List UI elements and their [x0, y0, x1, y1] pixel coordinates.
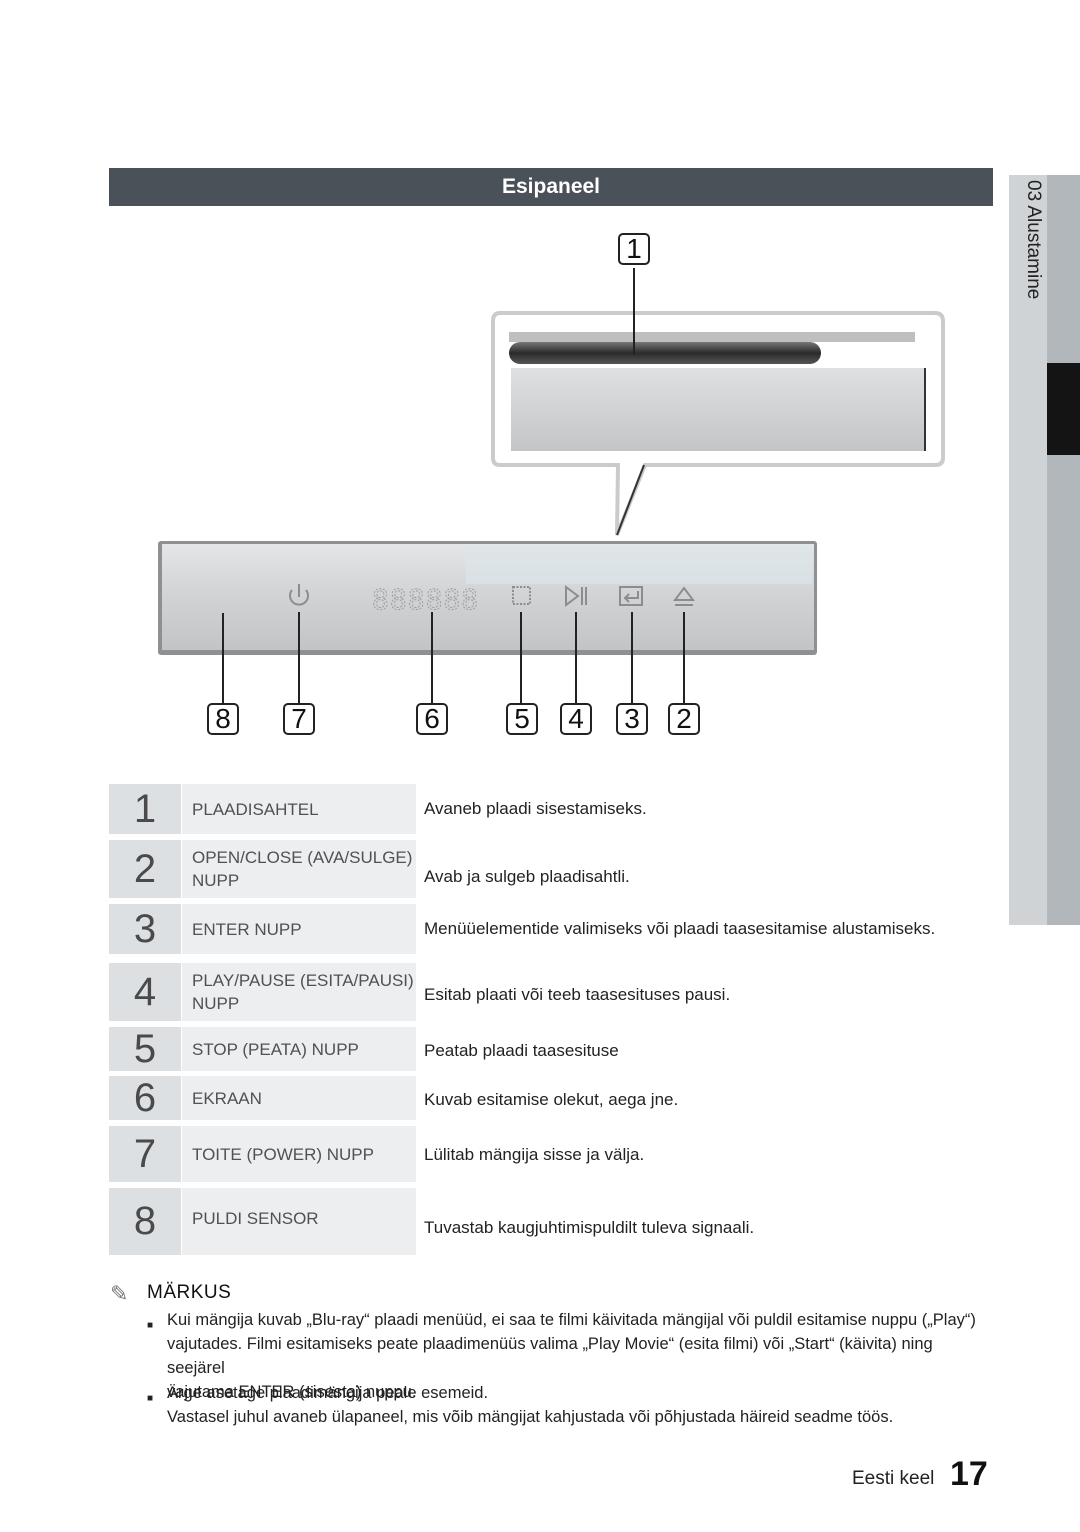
- callout-1: 1: [618, 233, 650, 265]
- chapter-tab-label: 03 Alustamine: [1023, 180, 1044, 300]
- callout-7: 7: [283, 703, 315, 735]
- callout-6: 6: [416, 703, 448, 735]
- feature-number: 3: [109, 904, 181, 954]
- feature-description: Kuvab esitamise olekut, aega jne.: [424, 1090, 679, 1109]
- feature-name: OPEN/CLOSE (AVA/SULGE) NUPP: [182, 840, 416, 898]
- front-panel-illustration: 888888: [158, 268, 945, 703]
- callout-3: 3: [616, 703, 648, 735]
- note-pencil-icon: ✎: [110, 1281, 129, 1306]
- footer-language: Eesti keel: [852, 1468, 935, 1489]
- feature-number: 8: [109, 1188, 181, 1255]
- chapter-tab-marker: [1047, 363, 1080, 455]
- feature-number: 5: [109, 1027, 181, 1071]
- enter-icon: [619, 586, 643, 606]
- feature-name-line: EKRAAN: [192, 1088, 262, 1108]
- feature-description: Tuvastab kaugjuhtimispuldilt tuleva sign…: [424, 1218, 755, 1237]
- note-line: vajutades. Filmi esitamiseks peate plaad…: [167, 1335, 933, 1377]
- feature-name: STOP (PEATA) NUPP: [182, 1027, 416, 1071]
- feature-description: Lülitab mängija sisse ja välja.: [424, 1145, 645, 1164]
- feature-name: ENTER NUPP: [182, 904, 416, 954]
- feature-name-line: PLAADISAHTEL: [192, 799, 319, 819]
- note-item: Kui mängija kuvab „Blu-ray“ plaadi menüü…: [167, 1308, 987, 1404]
- bullet-icon: ■: [147, 1320, 154, 1331]
- feature-name-line: NUPP: [192, 871, 240, 890]
- panel-display: 888888: [372, 583, 479, 616]
- feature-name-line: OPEN/CLOSE (AVA/SULGE): [192, 848, 413, 867]
- feature-name-line: ENTER NUPP: [192, 919, 302, 939]
- feature-description: Esitab plaati või teeb taasesituses paus…: [424, 985, 731, 1004]
- callout-4: 4: [560, 703, 592, 735]
- note-line: Kui mängija kuvab „Blu-ray“ plaadi menüü…: [167, 1311, 976, 1329]
- chapter-tab-edge: [1047, 175, 1080, 925]
- callout-2: 2: [668, 703, 700, 735]
- feature-name: PLAADISAHTEL: [182, 784, 416, 834]
- front-panel: [158, 541, 817, 655]
- stop-icon: [512, 586, 531, 605]
- power-icon: [289, 584, 309, 606]
- callout-8: 8: [207, 703, 239, 735]
- feature-name-line: NUPP: [192, 994, 240, 1013]
- eject-icon: [673, 586, 695, 606]
- feature-description: Menüüelementide valimiseks või plaadi ta…: [424, 919, 936, 938]
- feature-name-line: TOITE (POWER) NUPP: [192, 1144, 374, 1164]
- feature-number: 4: [109, 963, 181, 1021]
- note-line: vajutama ENTER (sisesta) nuppu.: [167, 1383, 417, 1401]
- callout-lines: [222, 612, 685, 703]
- note-line: Ärge asetage plaadimängija peale esemeid…: [167, 1384, 489, 1402]
- feature-name: TOITE (POWER) NUPP: [182, 1126, 416, 1182]
- disc-tray-slot: [509, 342, 821, 364]
- bullet-icon: ■: [147, 1393, 154, 1404]
- callout-5: 5: [506, 703, 538, 735]
- feature-number: 6: [109, 1076, 181, 1120]
- feature-number: 2: [109, 840, 181, 898]
- feature-name-line: STOP (PEATA) NUPP: [192, 1039, 359, 1059]
- feature-number: 1: [109, 784, 181, 834]
- feature-description: Avaneb plaadi sisestamiseks.: [424, 799, 647, 818]
- feature-description: Avab ja sulgeb plaadisahtli.: [424, 867, 630, 886]
- page-number: 17: [950, 1455, 988, 1493]
- feature-name: EKRAAN: [182, 1076, 416, 1120]
- play-pause-icon: [565, 585, 587, 607]
- disc-tray-zoom-callout: [491, 311, 945, 536]
- feature-name: PLAY/PAUSE (ESITA/PAUSI) NUPP: [182, 963, 416, 1021]
- feature-description: Peatab plaadi taasesituse: [424, 1041, 619, 1060]
- feature-number: 7: [109, 1126, 181, 1182]
- feature-name-line: PLAY/PAUSE (ESITA/PAUSI): [192, 971, 414, 990]
- note-item: Ärge asetage plaadimängija peale esemeid…: [167, 1381, 987, 1429]
- feature-name-line: PULDI SENSOR: [192, 1209, 319, 1228]
- note-title: MÄRKUS: [147, 1282, 232, 1303]
- section-title: Esipaneel: [109, 168, 993, 206]
- note-line: Vastasel juhul avaneb ülapaneel, mis või…: [167, 1408, 894, 1426]
- chapter-tab-background: [1009, 175, 1047, 925]
- feature-name: PULDI SENSOR: [182, 1188, 416, 1255]
